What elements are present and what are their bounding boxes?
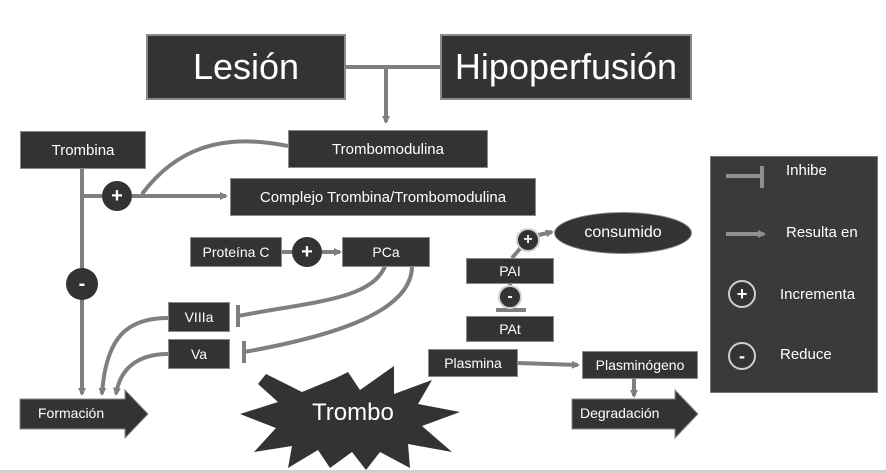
arrow-viiia-formacion (98, 316, 169, 396)
viiia-box: VIIIa (168, 302, 230, 332)
bottom-divider (0, 470, 886, 473)
legend-inhibe: Inhibe (786, 162, 827, 179)
viiia-label: VIIIa (184, 309, 214, 325)
proteina-c-label: Proteína C (202, 244, 270, 260)
legend-resulta-en: Resulta en (786, 224, 858, 241)
pca-box: PCa (342, 237, 430, 267)
trombo-label: Trombo (312, 399, 394, 426)
trombo-starburst (240, 366, 460, 470)
trombina-label: Trombina (51, 141, 115, 159)
arrow-va-formacion (113, 352, 169, 396)
proteina-c-box: Proteína C (190, 237, 282, 267)
trombomodulina-box: Trombomodulina (288, 130, 488, 168)
plasminogeno-box: Plasminógeno (582, 351, 698, 379)
consumido-ellipse: consumido (554, 212, 692, 254)
va-label: Va (190, 346, 208, 362)
hipoperfusion-label: Hipoperfusión (454, 46, 678, 87)
hipoperfusion-box: Hipoperfusión (440, 34, 692, 100)
pat-box: PAt (466, 316, 554, 342)
legend-reduce: Reduce (780, 346, 832, 363)
consumido-label: consumido (584, 224, 662, 241)
inhibit-pca-viiia (237, 265, 387, 318)
legend-plus-icon: + (728, 280, 756, 308)
lesion-box: Lesión (146, 34, 346, 100)
formacion-label: Formación (38, 405, 105, 421)
lesion-label: Lesión (192, 46, 300, 87)
pat-label: PAt (499, 321, 521, 337)
link-trombomodulina-plus (140, 139, 289, 196)
plasmina-label: Plasmina (444, 355, 502, 371)
minus-sign-pai: - (498, 285, 522, 309)
va-box: Va (168, 339, 230, 369)
pai-label: PAI (499, 263, 521, 279)
plus-sign-proteina-c: + (292, 237, 322, 267)
degradacion-label: Degradación (580, 405, 660, 421)
plus-sign-complejo: + (102, 181, 132, 211)
formacion-arrow-shape (19, 388, 149, 440)
trombina-box: Trombina (20, 131, 146, 169)
legend-minus-icon: - (728, 342, 756, 370)
trombomodulina-label: Trombomodulina (332, 140, 444, 158)
legend-incrementa: Incrementa (780, 286, 856, 303)
inhibit-pca-va (243, 265, 414, 354)
minus-sign-formacion: - (66, 268, 98, 300)
plus-sign-pai: + (516, 228, 540, 252)
complejo-box: Complejo Trombina/Trombomodulina (230, 178, 536, 216)
degradacion-arrow-shape (571, 388, 699, 440)
pai-box: PAI (466, 258, 554, 284)
plasmina-box: Plasmina (428, 349, 518, 377)
inhibit-icon (726, 166, 764, 188)
complejo-label: Complejo Trombina/Trombomodulina (259, 188, 507, 206)
pca-label: PCa (372, 244, 400, 260)
arrow-plasmina-plasminogeno (517, 360, 580, 369)
plasminogeno-label: Plasminógeno (595, 357, 685, 373)
